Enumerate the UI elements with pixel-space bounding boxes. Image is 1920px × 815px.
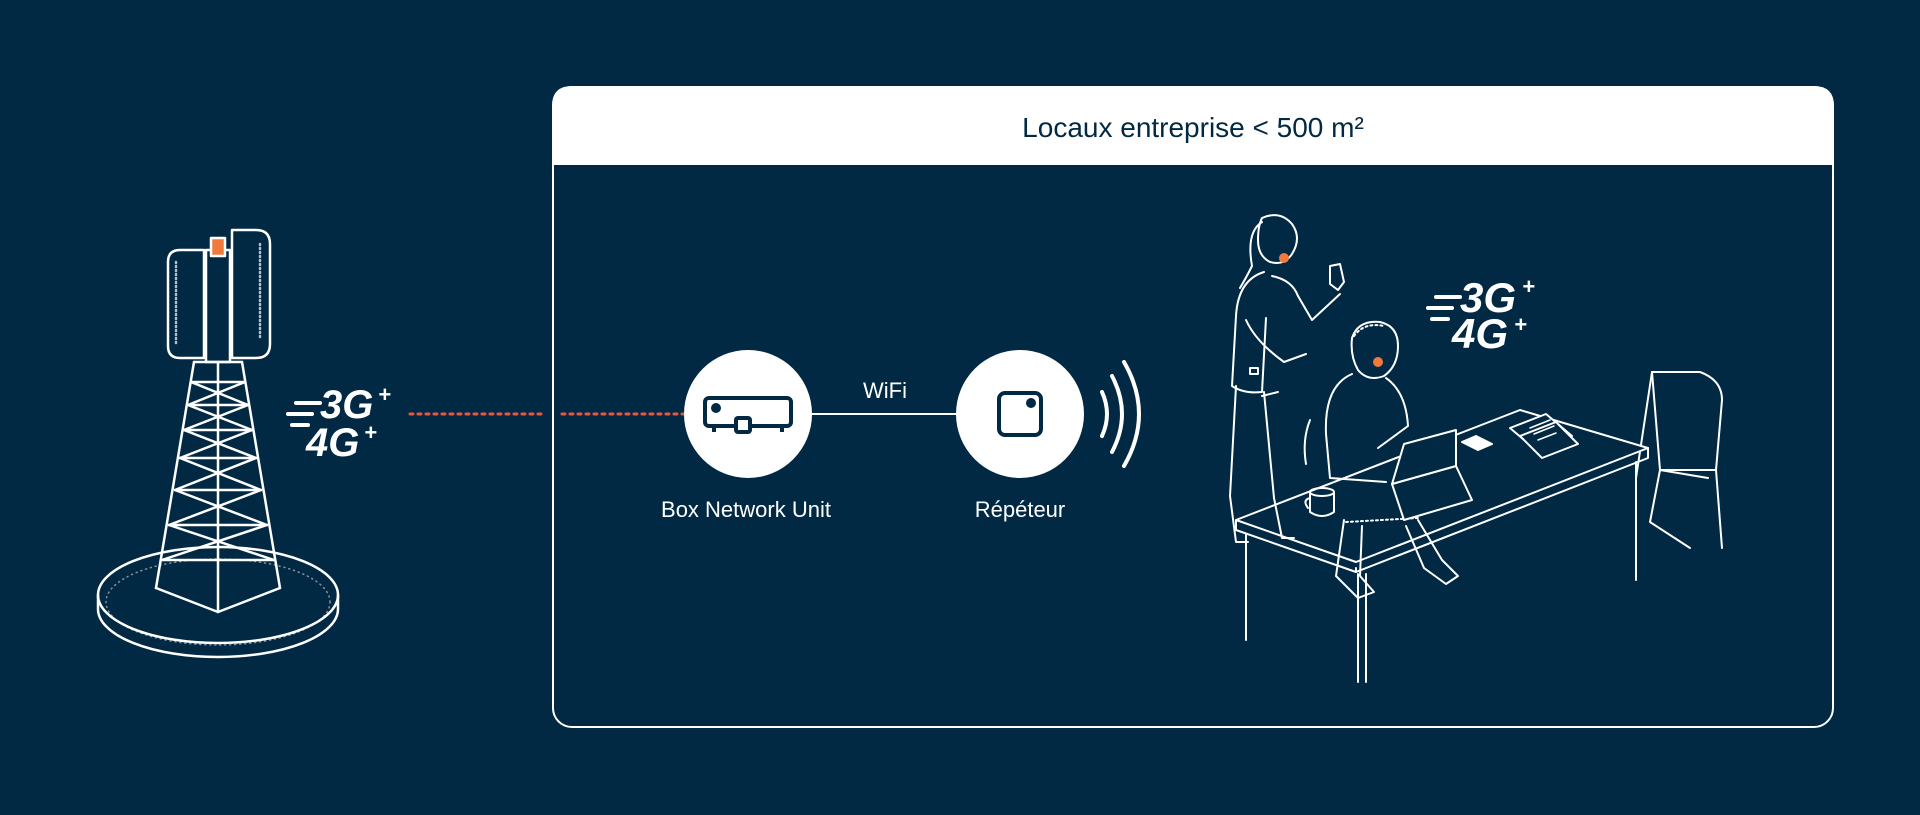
box-network-unit-node: Box Network Unit: [661, 350, 831, 522]
network-4g-label: 4G: [1451, 310, 1508, 357]
chair-icon: [1635, 371, 1723, 549]
network-3g-label: 3G: [320, 383, 373, 427]
cell-tower-illustration: [96, 228, 340, 659]
standing-woman-illustration: [1229, 214, 1345, 543]
network-3g-plus: +: [378, 382, 391, 407]
wifi-link-label: WiFi: [863, 378, 907, 403]
network-4g-label: 4G: [305, 421, 359, 465]
premises-title: Locaux entreprise < 500 m²: [1022, 112, 1364, 143]
repeater-label: Répéteur: [975, 497, 1066, 522]
phone-icon: [1461, 435, 1493, 451]
signal-waves-icon: [1100, 360, 1141, 468]
speed-lines-icon: [1426, 295, 1462, 321]
mug-icon: [1304, 487, 1335, 517]
seated-man-illustration: [1303, 320, 1459, 599]
network-4g-plus: +: [1514, 312, 1527, 337]
router-box-icon: [703, 396, 793, 434]
office-scene-illustration: [1229, 214, 1723, 683]
network-badge-right: 3G + 4G +: [1426, 274, 1535, 357]
papers-icon: [1509, 413, 1579, 459]
repeater-node: Répéteur: [956, 350, 1084, 522]
network-badge-left: 3G + 4G +: [286, 382, 391, 465]
network-4g-plus: +: [364, 420, 377, 445]
network-3g-plus: +: [1522, 274, 1535, 299]
box-network-unit-label: Box Network Unit: [661, 497, 831, 522]
speed-lines-icon: [286, 401, 322, 427]
network-3g-label: 3G: [1460, 274, 1516, 321]
repeater-icon: [997, 391, 1043, 437]
premises-frame: Locaux entreprise < 500 m²: [552, 86, 1834, 728]
laptop-icon: [1391, 429, 1473, 521]
